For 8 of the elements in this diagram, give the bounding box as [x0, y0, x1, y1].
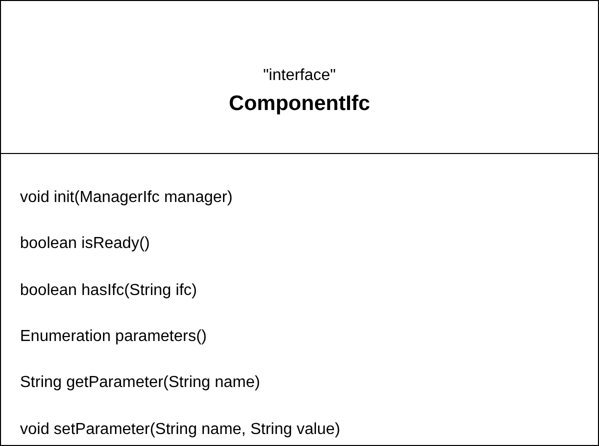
method-signature: void setParameter(String name, String value) [20, 420, 340, 438]
method-signature: String getParameter(String name) [20, 374, 260, 392]
method-signature: Enumeration parameters() [20, 328, 207, 346]
stereotype-label: "interface" [262, 67, 337, 85]
method-signature: void init(ManagerIfc manager) [20, 189, 233, 207]
class-name: ComponentIfc [228, 92, 372, 116]
method-signature: boolean isReady() [20, 235, 150, 254]
method-signature: boolean hasIfc(String ifc) [20, 282, 197, 300]
